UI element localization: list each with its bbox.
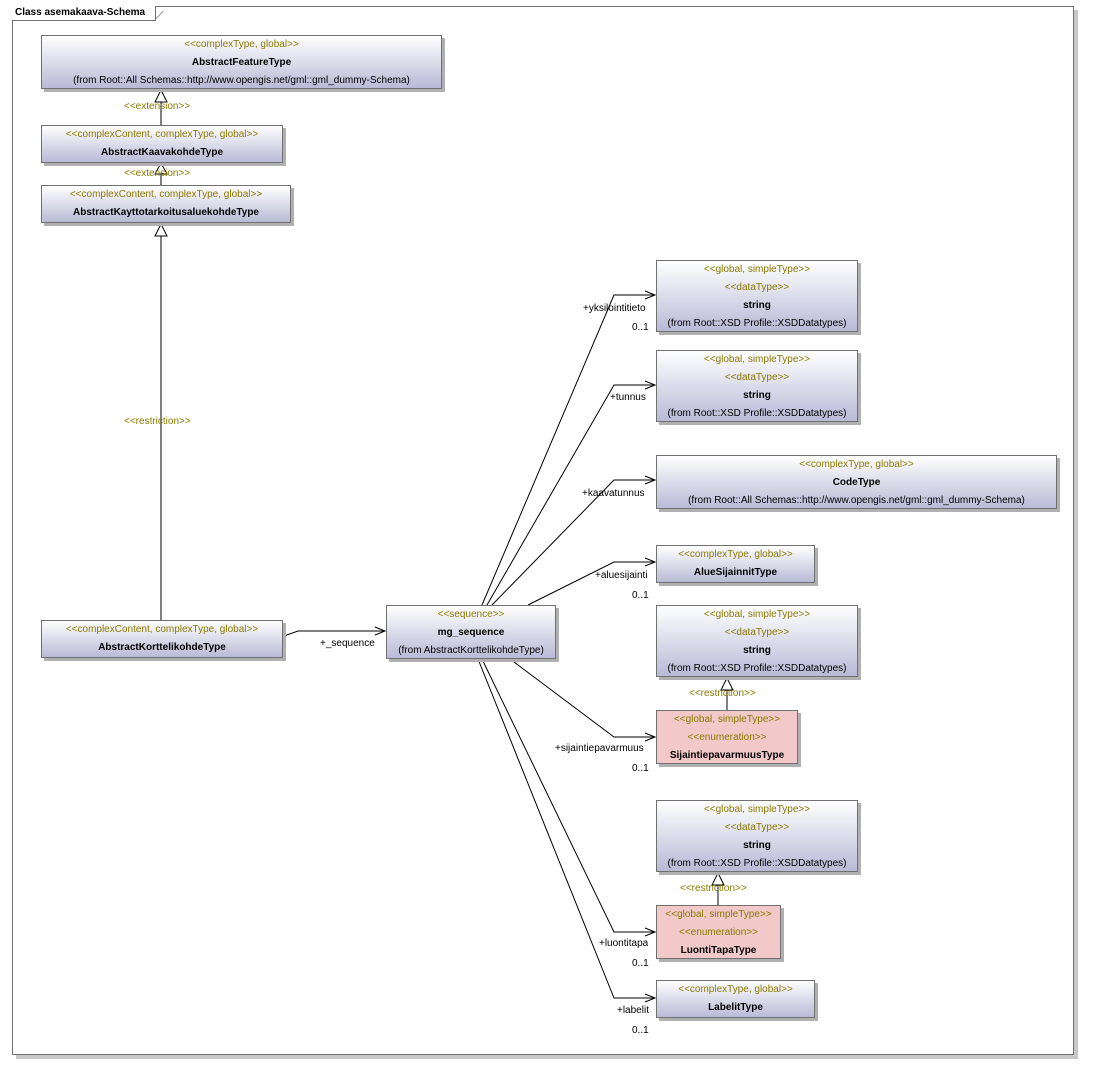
restriction-label-luontitapa: <<restriction>> (680, 883, 747, 894)
string-class-1[interactable]: <<global, simpleType>> <<dataType>> stri… (656, 260, 858, 332)
class-stereotype: <<complexContent, complexType, global>> (65, 129, 259, 140)
class-name: string (743, 390, 771, 401)
yksilointitieto-association (481, 294, 655, 606)
extension-label-2: <<extension>> (124, 168, 191, 179)
class-stereotype: <<global, simpleType>> (665, 909, 772, 920)
class-name: AbstractKorttelikohdeType (98, 642, 226, 653)
class-stereotype: <<complexType, global>> (799, 459, 914, 470)
labelit-type-class[interactable]: <<complexType, global>> LabelitType (656, 980, 815, 1018)
sijaintiepavarmuus-association (509, 658, 655, 738)
class-stereotype-secondary: <<dataType>> (724, 627, 790, 638)
class-stereotype: <<complexContent, complexType, global>> (69, 189, 263, 200)
luontitapa-association (481, 658, 655, 933)
class-origin: (from AbstractKorttelikohdeType) (398, 645, 544, 656)
string-class-3[interactable]: <<global, simpleType>> <<dataType>> stri… (656, 605, 858, 677)
generalization-arrow (154, 88, 168, 103)
role-yksilointitieto: +yksilointitieto (583, 303, 646, 314)
abstract-kaavakohde-type-class[interactable]: <<complexContent, complexType, global>> … (41, 125, 283, 163)
class-stereotype: <<complexContent, complexType, global>> (65, 624, 259, 635)
class-stereotype: <<global, simpleType>> (703, 354, 811, 365)
class-origin: (from Root::XSD Profile::XSDDatatypes) (667, 318, 847, 329)
class-stereotype-secondary: <<dataType>> (724, 282, 790, 293)
class-name: AbstractFeatureType (191, 57, 292, 68)
class-stereotype: <<global, simpleType>> (703, 264, 811, 275)
association-arrow (644, 557, 657, 567)
class-name: CodeType (832, 477, 881, 488)
class-name: string (743, 840, 771, 851)
class-stereotype: <<global, simpleType>> (673, 714, 781, 725)
class-stereotype-secondary: <<dataType>> (724, 822, 790, 833)
class-stereotype-secondary: <<enumeration>> (679, 927, 758, 938)
role-labelit: +labelit (617, 1005, 649, 1016)
restriction-label-main: <<restriction>> (124, 416, 191, 427)
class-stereotype: <<global, simpleType>> (703, 609, 811, 620)
association-arrow (644, 380, 657, 390)
association-arrow (644, 475, 657, 485)
class-name: AlueSijainnitType (693, 567, 778, 578)
class-origin: (from Root::XSD Profile::XSDDatatypes) (667, 408, 847, 419)
class-stereotype: <<complexType, global>> (678, 549, 793, 560)
mg-sequence-class[interactable]: <<sequence>> mg_sequence (from AbstractK… (386, 605, 556, 659)
aluesijainti-association (527, 561, 655, 606)
string-class-4[interactable]: <<global, simpleType>> <<dataType>> stri… (656, 800, 858, 872)
multiplicity-yksilointitieto: 0..1 (632, 322, 649, 333)
class-name: string (743, 300, 771, 311)
class-stereotype: <<complexType, global>> (678, 984, 793, 995)
restriction-label-sijainti: <<restriction>> (689, 688, 756, 699)
class-origin: (from Root::All Schemas::http://www.open… (73, 75, 410, 86)
class-name: LuontiTapaType (680, 945, 757, 956)
kaavatunnus-association (491, 479, 655, 606)
generalization-arrow (154, 222, 168, 237)
class-origin: (from Root::XSD Profile::XSDDatatypes) (667, 858, 847, 869)
class-name: string (743, 645, 771, 656)
multiplicity-aluesijainti: 0..1 (632, 590, 649, 601)
extension-label-1: <<extension>> (124, 101, 191, 112)
association-arrow (644, 290, 657, 300)
association-arrow (644, 993, 657, 1003)
diagram-frame (12, 6, 1074, 1055)
role-luontitapa: +luontitapa (599, 938, 649, 949)
association-arrow (644, 732, 657, 742)
frame-title: Class asemakaava-Schema (12, 6, 157, 21)
role-sijaintiepavarmuus: +sijaintiepavarmuus (555, 743, 644, 754)
class-stereotype: <<global, simpleType>> (703, 804, 811, 815)
luontitapa-type-class[interactable]: <<global, simpleType>> <<enumeration>> L… (656, 905, 781, 959)
abstract-kayttotarkoitus-type-class[interactable]: <<complexContent, complexType, global>> … (41, 185, 291, 223)
role-sequence: +_sequence (320, 638, 375, 649)
class-stereotype: <<complexType, global>> (184, 39, 299, 50)
code-type-class[interactable]: <<complexType, global>> CodeType (from R… (656, 455, 1057, 509)
class-name: mg_sequence (437, 627, 505, 638)
multiplicity-labelit: 0..1 (632, 1025, 649, 1036)
tunnus-association (486, 384, 655, 606)
generalization-arrow (711, 871, 725, 886)
string-class-2[interactable]: <<global, simpleType>> <<dataType>> stri… (656, 350, 858, 422)
abstract-korttelikohde-type-class[interactable]: <<complexContent, complexType, global>> … (41, 620, 283, 658)
class-stereotype-secondary: <<enumeration>> (687, 732, 767, 743)
role-aluesijainti: +aluesijainti (595, 570, 648, 581)
abstract-feature-type-class[interactable]: <<complexType, global>> AbstractFeatureT… (41, 35, 442, 89)
sequence-association (283, 630, 385, 637)
class-stereotype-secondary: <<dataType>> (724, 372, 790, 383)
class-origin: (from Root::All Schemas::http://www.open… (688, 495, 1025, 506)
generalization-arrow (154, 161, 168, 175)
class-name: LabelitType (708, 1002, 763, 1013)
role-tunnus: +tunnus (610, 392, 646, 403)
class-name: SijaintiepavarmuusType (669, 750, 785, 761)
role-kaavatunnus: +kaavatunnus (582, 488, 645, 499)
association-arrow (374, 626, 387, 636)
class-stereotype: <<sequence>> (437, 609, 505, 620)
class-origin: (from Root::XSD Profile::XSDDatatypes) (667, 663, 847, 674)
multiplicity-sijaintiepavarmuus: 0..1 (632, 763, 649, 774)
sijaintiepavarmuus-type-class[interactable]: <<global, simpleType>> <<enumeration>> S… (656, 710, 798, 764)
labelit-association (477, 658, 655, 999)
generalization-arrow (720, 676, 734, 691)
alue-sijainnit-type-class[interactable]: <<complexType, global>> AlueSijainnitTyp… (656, 545, 815, 583)
class-name: AbstractKaavakohdeType (100, 147, 224, 158)
association-arrow (644, 927, 657, 937)
class-name: AbstractKayttotarkoitusaluekohdeType (73, 207, 259, 218)
multiplicity-luontitapa: 0..1 (632, 958, 649, 969)
